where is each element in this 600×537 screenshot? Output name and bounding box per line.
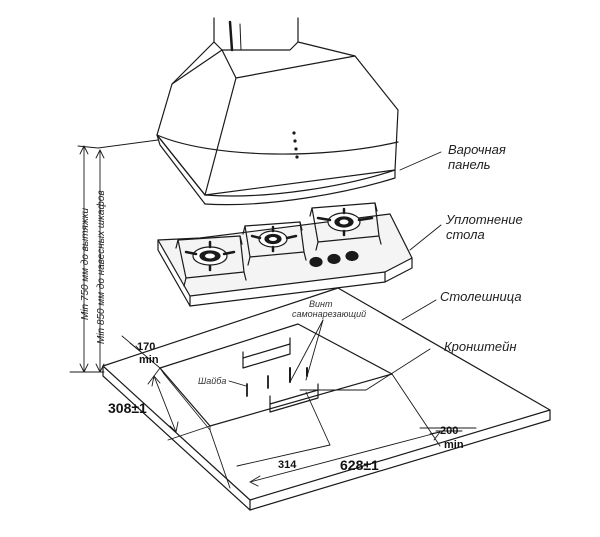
- leader-lines: [228, 151, 442, 391]
- plan-dimensions: [121, 335, 477, 489]
- label-seal-line1: Уплотнение: [446, 212, 523, 227]
- range-hood: [156, 17, 399, 206]
- label-washer: Шайба: [198, 376, 227, 386]
- dim-half-width: 314: [278, 459, 297, 471]
- label-cooktop-line2: панель: [448, 157, 491, 172]
- label-countertop: Столешница: [440, 289, 522, 304]
- cooktop-panel: [157, 202, 413, 307]
- label-bracket: Кронштейн: [444, 339, 517, 354]
- middle-burner: [242, 221, 307, 266]
- label-screw-line2: самонарезающий: [292, 309, 367, 319]
- screws: [246, 367, 308, 397]
- clearance-cabinets-text: Min 850 мм до навесных шкафов: [96, 190, 107, 344]
- clearance-hood-text: Min 750 мм до вытяжки: [80, 207, 91, 320]
- countertop: [102, 287, 551, 511]
- dim-side-min-value: 170: [137, 341, 156, 353]
- label-seal-line2: стола: [446, 227, 485, 242]
- right-burner: [309, 202, 382, 251]
- dim-depth: 308±1: [108, 400, 147, 416]
- dim-right-min-unit: min: [444, 439, 464, 451]
- control-knobs: [309, 250, 359, 268]
- dim-width: 628±1: [340, 457, 379, 473]
- left-burner: [175, 235, 247, 287]
- height-dimensions: [69, 139, 159, 373]
- label-cooktop-line1: Варочная: [448, 142, 506, 157]
- dim-right-min-value: 200: [440, 425, 459, 437]
- mounting-bracket: [242, 337, 319, 413]
- label-screw-line1: Винт: [309, 299, 333, 309]
- hood-control-dots: [292, 131, 299, 159]
- dim-side-min-unit: min: [139, 354, 159, 366]
